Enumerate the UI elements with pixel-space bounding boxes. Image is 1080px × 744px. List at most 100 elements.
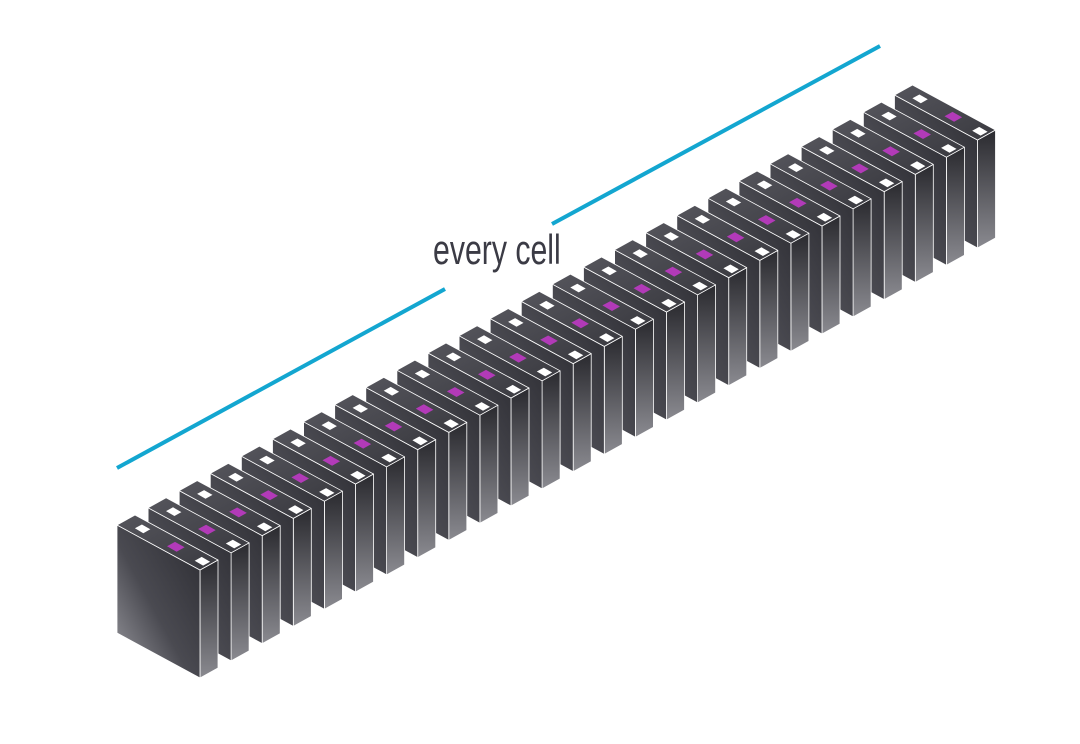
sensor-pad-icon [944,111,963,122]
sensor-pad-icon [478,369,496,380]
sensor-pad-icon [260,490,278,501]
cell-side-face [883,181,903,301]
sensor-pad-icon [695,249,714,260]
sensor-pad-icon [789,197,807,208]
positive-terminal-icon [508,318,524,327]
sensor-pad-icon [322,455,341,466]
negative-terminal-icon [443,419,459,428]
cell-side-face [821,215,841,335]
sensor-pad-icon [198,524,216,535]
sensor-pad-icon [353,438,372,449]
negative-terminal-icon [692,281,708,291]
cell-side-face [355,473,374,593]
sensor-pad-icon [851,163,869,174]
sensor-pad-icon [633,283,652,294]
bracket-line-left [116,287,446,470]
positive-terminal-icon [663,232,679,241]
sensor-pad-icon [509,352,527,363]
cell-side-face [386,456,406,576]
cell-side-face [697,284,716,404]
cell-side-face [728,267,748,387]
cell-side-face [603,335,623,455]
negative-terminal-icon [474,402,490,411]
every-cell-label: every cell [433,226,561,273]
cell-side-face [977,129,996,249]
negative-terminal-icon [910,161,926,170]
cell-side-face [759,249,779,369]
sensor-pad-icon [882,146,900,157]
positive-terminal-icon [539,300,555,310]
sensor-pad-icon [726,232,745,243]
positive-terminal-icon [819,146,835,155]
cell-side-face [666,301,685,421]
positive-terminal-icon [321,421,337,430]
negative-terminal-icon [319,488,335,497]
positive-terminal-icon [694,214,711,224]
positive-terminal-icon [197,490,213,499]
sensor-pad-icon [540,335,558,346]
positive-terminal-icon [134,524,151,534]
negative-terminal-icon [630,316,646,325]
negative-terminal-icon [941,144,957,153]
positive-terminal-icon [259,455,275,465]
negative-terminal-icon [816,212,833,222]
cell-side-face [261,525,281,644]
negative-terminal-icon [225,539,242,549]
negative-terminal-icon [567,350,584,360]
negative-terminal-icon [256,522,273,532]
positive-terminal-icon [756,180,773,190]
sensor-pad-icon [664,266,683,277]
cell-side-face [292,507,312,627]
cell-side-face [510,387,530,507]
cell-side-face [914,163,934,283]
negative-terminal-icon [785,230,801,239]
sensor-pad-icon [384,421,403,432]
cell-side-face [572,353,592,473]
sensor-pad-icon [446,387,465,397]
negative-terminal-icon [878,178,895,188]
sensor-pad-icon [913,129,931,139]
sensor-pad-icon [602,301,620,311]
positive-terminal-icon [912,94,928,104]
negative-terminal-icon [661,298,677,308]
positive-terminal-icon [632,249,648,258]
positive-terminal-icon [881,111,897,121]
sensor-pad-icon [820,180,838,191]
positive-terminal-icon [788,163,804,172]
negative-terminal-icon [381,453,397,463]
positive-terminal-icon [850,128,866,138]
cell-side-face [479,404,499,524]
sensor-pad-icon [757,215,776,225]
negative-terminal-icon [505,384,522,394]
sensor-pad-icon [167,541,185,552]
cell-side-face [417,439,437,558]
negative-terminal-icon [350,470,366,480]
bracket-line-right [551,44,881,226]
cell-side-face [541,370,561,490]
negative-terminal-icon [847,195,864,205]
positive-terminal-icon [414,369,431,379]
cell-side-face [635,318,654,438]
cell-side-face [448,421,468,541]
positive-terminal-icon [477,335,493,344]
negative-terminal-icon [754,247,770,256]
positive-terminal-icon [445,352,462,362]
positive-terminal-icon [601,266,617,276]
sensor-pad-icon [571,318,589,329]
positive-terminal-icon [725,197,742,207]
cell-side-face [790,232,810,352]
negative-terminal-icon [972,126,988,136]
negative-terminal-icon [412,436,428,446]
positive-terminal-icon [290,438,306,448]
cell-side-face [199,559,219,679]
positive-terminal-icon [352,404,368,413]
sensor-pad-icon [229,507,247,518]
positive-terminal-icon [383,386,400,396]
negative-terminal-icon [599,333,615,342]
sensor-pad-icon [291,473,309,483]
positive-terminal-icon [228,472,244,482]
negative-terminal-icon [194,556,211,566]
sensor-pad-icon [415,404,434,415]
negative-terminal-icon [288,505,304,514]
